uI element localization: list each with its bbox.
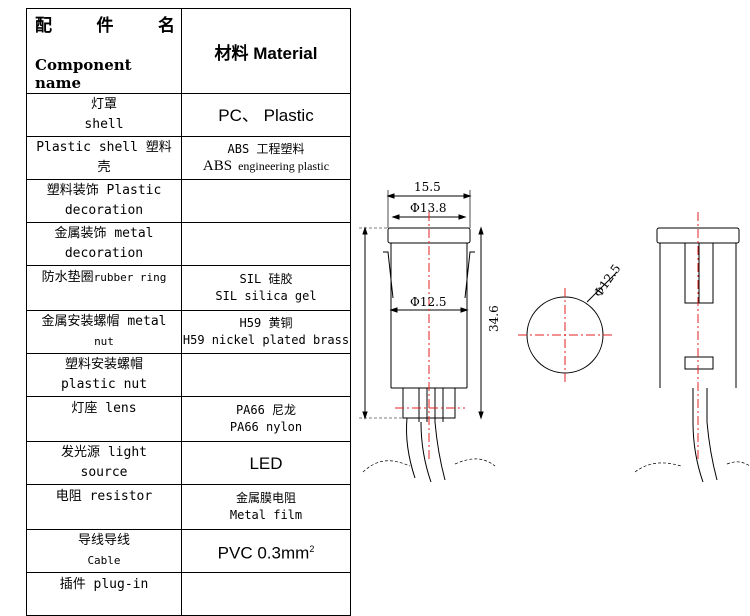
header-name-zh: 配 件 名 <box>35 15 175 36</box>
table-row: 导线导线 Cable PVC 0.3mm2 <box>26 529 351 573</box>
clip-right <box>464 251 475 299</box>
panel-line <box>362 458 496 473</box>
table-row: Plastic shell 塑料 壳 ABS 工程塑料 ABS engineer… <box>26 136 351 180</box>
dim-arrow <box>463 193 472 199</box>
dim-arrow <box>391 214 400 220</box>
table-row: 金属安装螺帽 metal nut H59 黄铜 H59 nickel plate… <box>26 310 351 354</box>
component-name: 塑料安装螺帽 plastic nut <box>26 353 182 397</box>
component-material: H59 黄铜 H59 nickel plated brass <box>181 310 351 354</box>
header-name-en: Component name <box>35 55 132 92</box>
component-material <box>181 572 351 616</box>
dim-arrow <box>478 226 484 235</box>
header-component-name: 配 件 名 Component name <box>26 8 182 94</box>
side-wire <box>692 421 704 483</box>
wire <box>434 421 446 481</box>
table-row: 金属装饰 metal decoration <box>26 222 351 266</box>
table-row: 电阻 resistor 金属膜电阻 Metal film <box>26 484 351 530</box>
panel-line <box>634 461 750 473</box>
component-name: 防水垫圈rubber ring <box>26 265 182 311</box>
dim-outer-label: 15.5 <box>414 180 441 194</box>
dim-arrow <box>362 226 368 235</box>
component-material: PA66 尼龙 PA66 nylon <box>181 396 351 442</box>
dim-height-label: 34.6 <box>487 305 501 332</box>
component-name: 金属装饰 metal decoration <box>26 222 182 266</box>
component-material: ABS 工程塑料 ABS engineering plastic <box>181 136 351 180</box>
component-name: Plastic shell 塑料 壳 <box>26 136 182 180</box>
leader-line <box>586 271 618 303</box>
dim-inner-label: Φ13.8 <box>410 201 447 215</box>
wire <box>420 421 432 483</box>
component-name: 金属安装螺帽 metal nut <box>26 310 182 354</box>
component-name: 发光源 light source <box>26 441 182 485</box>
dim-arrow <box>362 411 368 420</box>
component-name: 导线导线 Cable <box>26 529 182 573</box>
component-name: 插件 plug-in <box>26 572 182 616</box>
dim-arrow <box>386 193 395 199</box>
component-name: 灯罩 shell <box>26 93 182 137</box>
technical-drawing: 15.5 Φ13.8 Φ12.5 34.6 Φ12.5 <box>359 180 750 483</box>
side-wire <box>706 421 718 481</box>
side-slot <box>684 356 714 370</box>
header-material: 材料 Material <box>181 8 351 94</box>
table-row: 防水垫圈rubber ring SIL 硅胶 SIL silica gel <box>26 265 351 311</box>
component-material: LED <box>181 441 351 485</box>
table-row: 插件 plug-in <box>26 572 351 616</box>
component-name: 塑料装饰 Plastic decoration <box>26 179 182 223</box>
table-row: 发光源 light source LED <box>26 441 351 485</box>
table-header-row: 配 件 名 Component name 材料 Material <box>26 8 351 94</box>
component-material <box>181 222 351 266</box>
component-material: PVC 0.3mm2 <box>181 529 351 573</box>
component-material: PC、 Plastic <box>181 93 351 137</box>
component-material: SIL 硅胶 SIL silica gel <box>181 265 351 311</box>
component-material: 金属膜电阻 Metal film <box>181 484 351 530</box>
dim-arrow <box>389 307 398 313</box>
table-row: 灯座 lens PA66 尼龙 PA66 nylon <box>26 396 351 442</box>
component-material <box>181 353 351 397</box>
component-material <box>181 179 351 223</box>
dim-arrow <box>460 307 469 313</box>
dim-hole-label: Φ12.5 <box>591 262 623 300</box>
table-row: 灯罩 shell PC、 Plastic <box>26 93 351 137</box>
table-row: 塑料装饰 Plastic decoration <box>26 179 351 223</box>
clip-left <box>383 251 394 299</box>
wire <box>406 417 416 479</box>
component-name: 灯座 lens <box>26 396 182 442</box>
dim-arrow <box>478 411 484 420</box>
dim-body-label: Φ12.5 <box>410 295 447 309</box>
component-name: 电阻 resistor <box>26 484 182 530</box>
dim-arrow <box>458 214 467 220</box>
material-table: 配 件 名 Component name 材料 Material 灯罩 shel… <box>26 8 351 616</box>
table-row: 塑料安装螺帽 plastic nut <box>26 353 351 397</box>
